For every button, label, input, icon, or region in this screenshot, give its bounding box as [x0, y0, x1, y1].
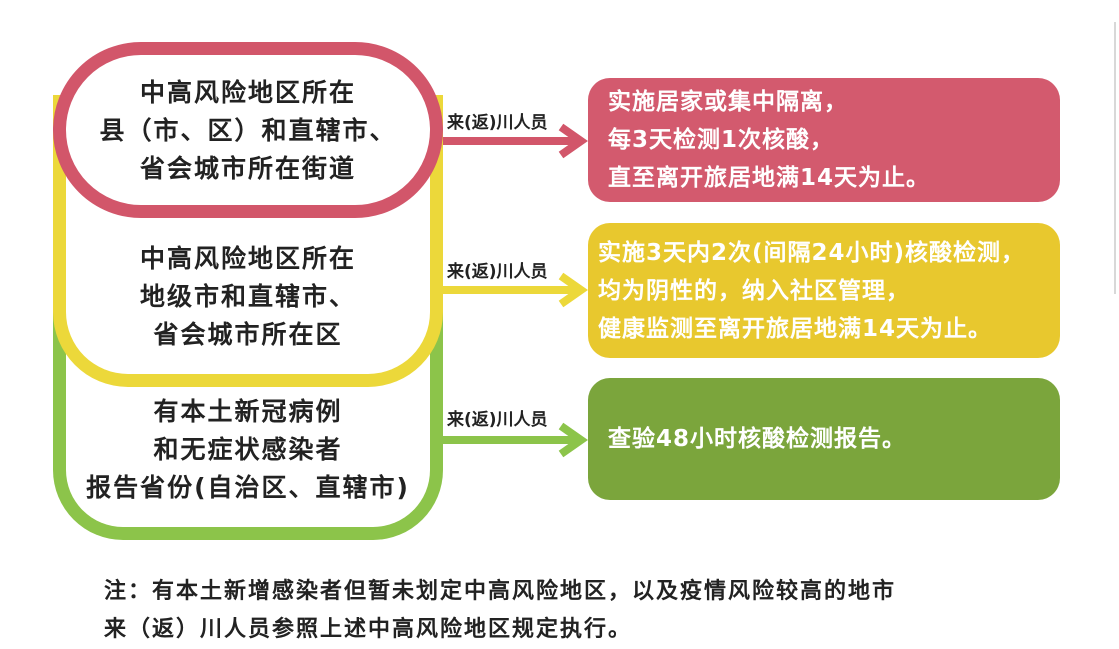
arrow-label: 来(返)川人员 — [447, 113, 548, 133]
category-line: 报告省份(自治区、直辖市) — [86, 473, 410, 502]
arrow-label: 来(返)川人员 — [447, 262, 548, 282]
measure-line: 直至离开旅居地满14天为止。 — [608, 165, 931, 191]
category-line: 中高风险地区所在 — [139, 244, 356, 273]
footnote-line: 注：有本土新增感染者但暂未划定中高风险地区，以及疫情风险较高的地市 — [104, 579, 897, 604]
measure-line: 每3天检测1次核酸， — [608, 127, 835, 153]
footnote: 注：有本土新增感染者但暂未划定中高风险地区，以及疫情风险较高的地市 来（返）川人… — [104, 573, 896, 649]
scrollbar[interactable] — [1114, 22, 1116, 294]
category-line: 有本土新冠病例 — [153, 397, 343, 426]
arrow-label: 来(返)川人员 — [447, 410, 548, 430]
category-line: 省会城市所在街道 — [139, 154, 356, 183]
category-line: 和无症状感染者 — [153, 435, 343, 464]
measure-line: 查验48小时核酸检测报告。 — [608, 426, 907, 452]
arrow-right-icon — [443, 272, 588, 308]
arrow-right-icon — [443, 422, 588, 458]
category-line: 县（市、区）和直辖市、 — [99, 116, 397, 145]
category-line: 省会城市所在区 — [153, 320, 343, 349]
measure-box-red: 实施居家或集中隔离， 每3天检测1次核酸， 直至离开旅居地满14天为止。 — [588, 78, 1060, 202]
measure-box-green: 查验48小时核酸检测报告。 — [588, 378, 1060, 500]
category-line: 中高风险地区所在 — [139, 78, 356, 107]
category-high-risk-district: 中高风险地区所在 地级市和直辖市、 省会城市所在区 — [53, 240, 443, 354]
measure-line: 健康监测至离开旅居地满14天为止。 — [598, 315, 993, 342]
measure-box-yellow: 实施3天内2次(间隔24小时)核酸检测， 均为阴性的，纳入社区管理， 健康监测至… — [588, 223, 1060, 358]
category-line: 地级市和直辖市、 — [139, 282, 356, 311]
category-high-risk-street: 中高风险地区所在 县（市、区）和直辖市、 省会城市所在街道 — [53, 74, 443, 188]
measure-line: 实施居家或集中隔离， — [608, 89, 848, 115]
arrow-right-icon — [443, 123, 588, 159]
measure-line: 实施3天内2次(间隔24小时)核酸检测， — [598, 239, 1026, 266]
footnote-line: 来（返）川人员参照上述中高风险地区规定执行。 — [104, 617, 633, 642]
measure-line: 均为阴性的，纳入社区管理， — [598, 277, 910, 304]
category-local-case-province: 有本土新冠病例 和无症状感染者 报告省份(自治区、直辖市) — [53, 393, 443, 507]
